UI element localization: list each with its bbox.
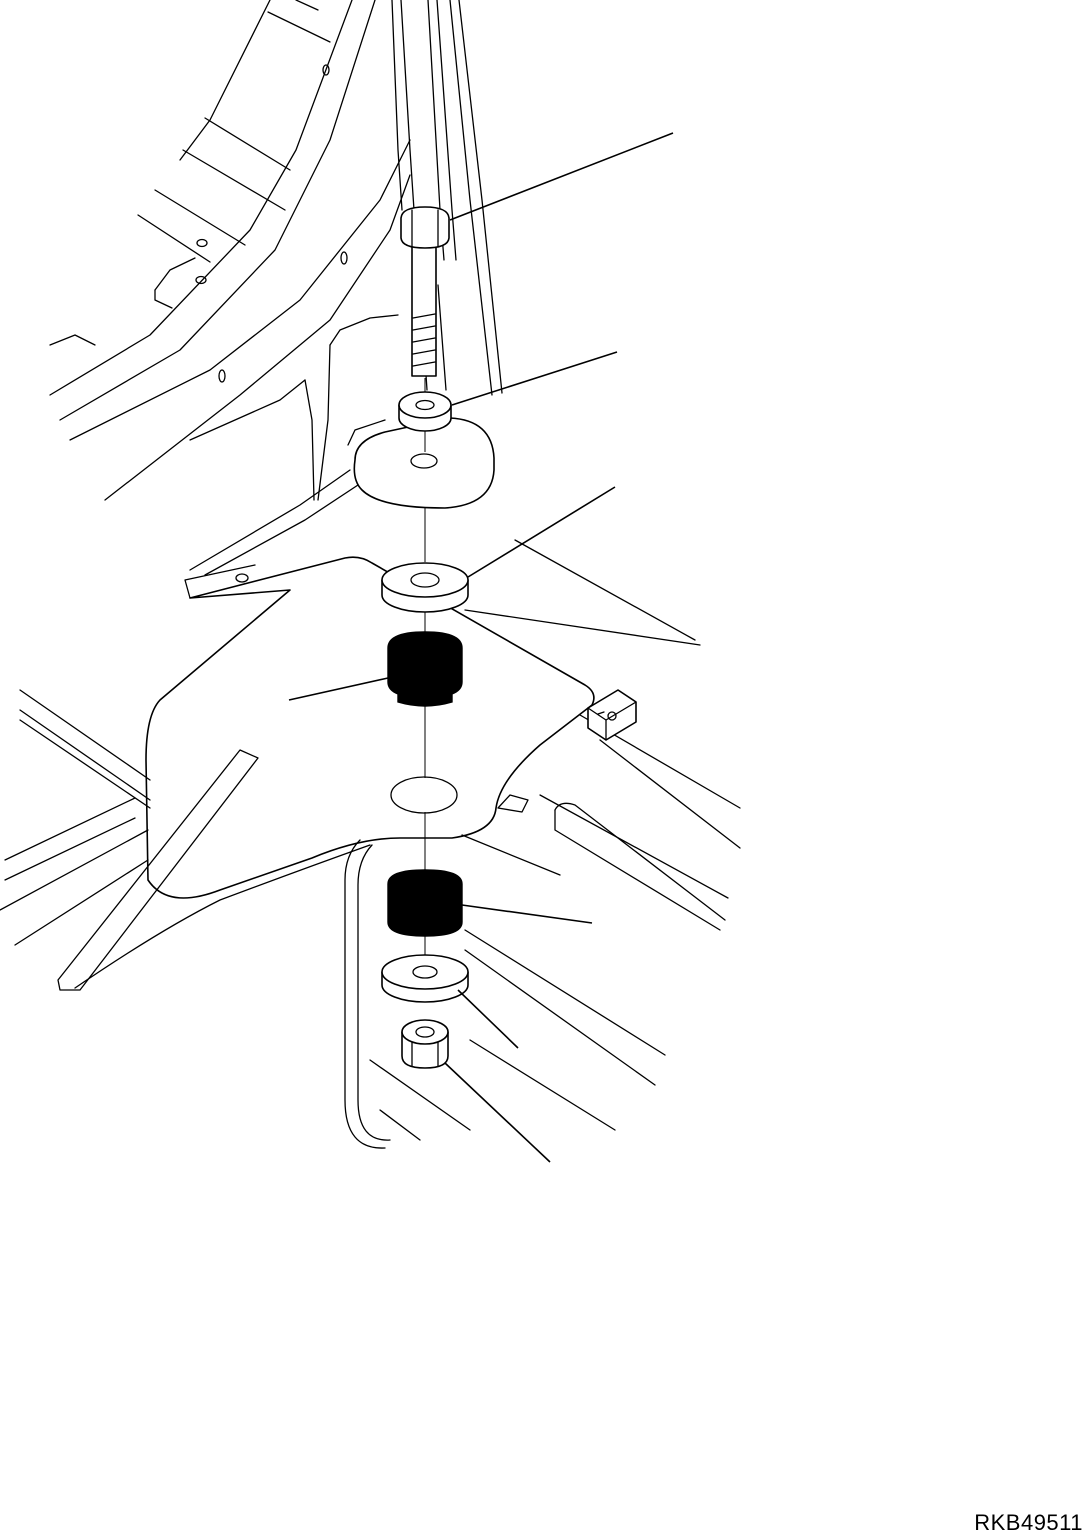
- upper-frame: [49, 0, 411, 576]
- upper-rubber-cushion: [387, 631, 463, 707]
- drawing-id-label: RKB49511: [974, 1510, 1083, 1535]
- hex-bolt: [400, 206, 450, 377]
- frame-rails: [391, 0, 503, 396]
- hex-nut: [401, 1019, 449, 1069]
- clip-block: [587, 689, 637, 741]
- small-washer: [398, 391, 452, 432]
- leader-nut: [444, 1062, 551, 1163]
- upper-bracket: [353, 417, 495, 509]
- leader-upper-washer: [467, 486, 616, 578]
- upper-plate-washer: [381, 562, 469, 613]
- leader-lower-cushion: [461, 904, 593, 924]
- lower-rubber-cushion: [387, 869, 463, 937]
- leader-lines: [288, 132, 674, 1163]
- leader-lower-washer: [457, 989, 519, 1049]
- right-frame: [464, 539, 741, 1131]
- leader-bolt: [449, 132, 674, 221]
- leader-upper-cushion: [288, 677, 389, 701]
- lower-washer: [381, 954, 469, 1003]
- left-frame: [0, 689, 561, 1149]
- leader-small-washer: [451, 351, 618, 406]
